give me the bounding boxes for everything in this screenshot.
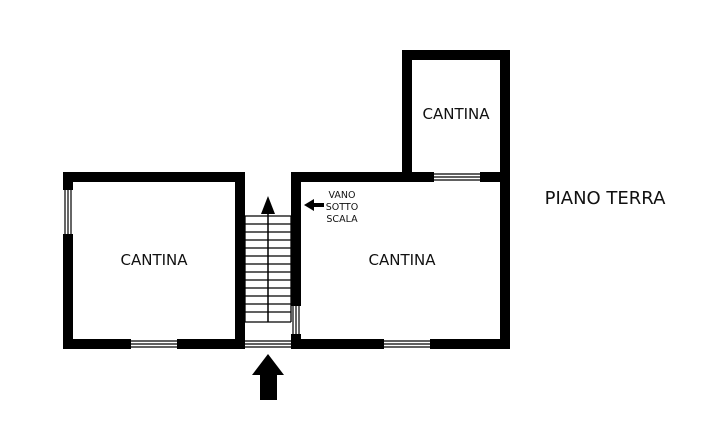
openings xyxy=(63,172,480,349)
window-left-room-side xyxy=(63,190,73,234)
entrance-arrow-icon xyxy=(252,354,284,400)
stair-direction-arrow-icon xyxy=(261,196,275,322)
room-label-top: CANTINA xyxy=(422,105,490,123)
under-stair-label-line-2: SOTTO xyxy=(326,202,358,213)
window-left-room-bottom xyxy=(131,339,177,349)
walls xyxy=(63,50,510,349)
pointer-arrow-icon xyxy=(304,199,324,211)
under-stair-label-line-1: VANO xyxy=(329,190,356,201)
window-right-room-bottom xyxy=(384,339,430,349)
floor-label: PIANO TERRA xyxy=(545,188,666,209)
opening-top-room-bottom xyxy=(434,172,480,182)
room-label-right: CANTINA xyxy=(368,251,436,269)
window-right-room-side xyxy=(291,306,301,334)
door-entrance xyxy=(245,339,291,349)
under-stair-label-line-3: SCALA xyxy=(326,214,358,225)
room-label-left: CANTINA xyxy=(120,251,188,269)
